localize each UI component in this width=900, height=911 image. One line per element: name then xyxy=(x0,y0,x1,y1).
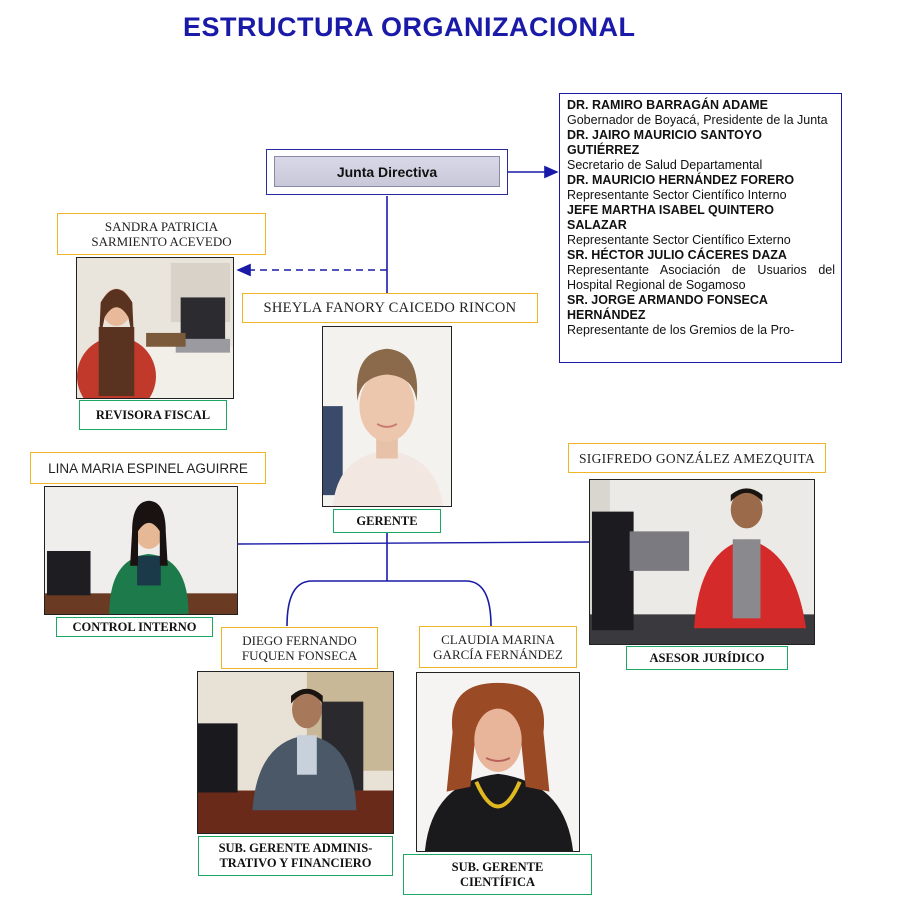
connector-horizontal-staff xyxy=(236,541,591,545)
gerente-photo xyxy=(322,326,452,507)
revisora-role-box: REVISORA FISCAL xyxy=(79,400,227,430)
asesor-name-box: SIGIFREDO GONZÁLEZ AMEZQUITA xyxy=(568,443,826,473)
cientifica-name-line1: CLAUDIA MARINA xyxy=(441,632,555,647)
board-member-role: Representante Sector Científico Externo xyxy=(567,233,791,247)
board-member-role: Representante Asociación de Usuarios del… xyxy=(567,263,835,292)
admin-role-line2: TRATIVO Y FINANCIERO xyxy=(219,856,372,870)
cientifica-name-line2: GARCÍA FERNÁNDEZ xyxy=(433,647,563,662)
admin-photo xyxy=(197,671,394,834)
board-member-name: JEFE MARTHA ISABEL QUINTERO SALAZAR xyxy=(567,203,774,232)
revisora-name-line1: SANDRA PATRICIA xyxy=(104,219,219,234)
board-member-name: DR. RAMIRO BARRAGÁN ADAME xyxy=(567,98,768,112)
board-member-name: DR. MAURICIO HERNÁNDEZ FORERO xyxy=(567,173,795,187)
connector-subgerentes-arc xyxy=(286,580,492,627)
cientifica-photo xyxy=(416,672,580,852)
board-member-role: Representante Sector Científico Interno xyxy=(567,188,787,202)
admin-role-box: SUB. GERENTE ADMINIS-TRATIVO Y FINANCIER… xyxy=(198,836,393,876)
admin-name-line2: FUQUEN FONSECA xyxy=(241,648,358,663)
junta-directiva-label: Junta Directiva xyxy=(274,156,500,187)
cientifica-role-line2: CIENTÍFICA xyxy=(459,874,535,889)
junta-directiva-box: Junta Directiva xyxy=(266,149,508,195)
board-member-name: SR. HÉCTOR JULIO CÁCERES DAZA xyxy=(567,248,787,262)
board-member-role: Representante de los Gremios de la Pro- xyxy=(567,323,795,337)
control-photo xyxy=(44,486,238,615)
cientifica-role-line1: SUB. GERENTE xyxy=(451,859,544,874)
revisora-name-line2: SARMIENTO ACEVEDO xyxy=(91,234,232,249)
page-title: ESTRUCTURA ORGANIZACIONAL xyxy=(183,12,636,42)
control-role-box: CONTROL INTERNO xyxy=(56,617,213,637)
board-member-role: Secretario de Salud Departamental xyxy=(567,158,763,172)
board-member-name: SR. JORGE ARMANDO FONSECA HERNÁNDEZ xyxy=(567,293,768,322)
board-member-name: DR. JAIRO MAURICIO SANTOYO GUTIÉRREZ xyxy=(567,128,762,157)
revisora-photo xyxy=(76,257,234,399)
gerente-role-box: GERENTE xyxy=(333,509,441,533)
gerente-name-box: SHEYLA FANORY CAICEDO RINCON xyxy=(242,293,538,323)
asesor-photo xyxy=(589,479,815,645)
board-member-role: Gobernador de Boyacá, Presidente de la J… xyxy=(567,113,828,127)
asesor-role-box: ASESOR JURÍDICO xyxy=(626,646,788,670)
admin-role-line1: SUB. GERENTE ADMINIS- xyxy=(218,841,373,855)
control-name-box: LINA MARIA ESPINEL AGUIRRE xyxy=(30,452,266,484)
admin-name-line1: DIEGO FERNANDO xyxy=(242,633,357,648)
